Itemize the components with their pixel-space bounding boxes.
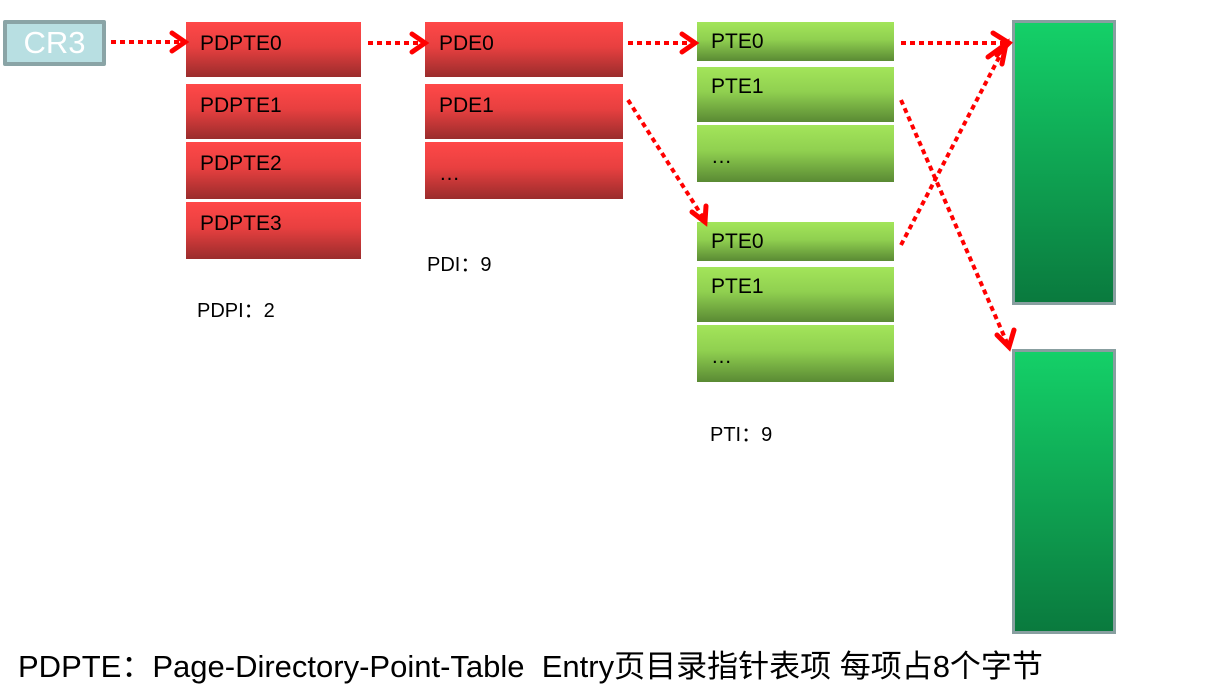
pt2-pte-1: PTE1 <box>697 267 894 322</box>
pdpte-2: PDPTE2 <box>186 142 361 199</box>
pde-0: PDE0 <box>425 22 623 77</box>
arrowhead-icon <box>985 38 1010 67</box>
arrow-pt2pte0-page1 <box>899 45 1007 246</box>
physical-page-1 <box>1012 20 1116 305</box>
arrowhead-icon <box>689 203 709 227</box>
pti-label: PTI：9 <box>710 424 773 446</box>
arrowhead-icon <box>990 30 1013 58</box>
pde-ellipsis: … <box>425 142 623 199</box>
pdi-label: PDI：9 <box>427 254 492 276</box>
pt1-pte-0: PTE0 <box>697 22 894 61</box>
arrowhead-icon <box>169 30 190 54</box>
pde-1: PDE1 <box>425 84 623 139</box>
pdpte-3: PDPTE3 <box>186 202 361 259</box>
pdpi-label: PDPI：2 <box>197 300 275 322</box>
arrow-pte1-page2 <box>899 99 1010 346</box>
pt1-ellipsis: … <box>697 125 894 182</box>
pdpte-1: PDPTE1 <box>186 84 361 139</box>
pdpte-0: PDPTE0 <box>186 22 361 77</box>
footer-definition: PDPTE：Page-Directory-Point-Table Entry页目… <box>18 649 1043 684</box>
physical-page-2 <box>1012 349 1116 634</box>
pt1-pte-1: PTE1 <box>697 67 894 122</box>
pt2-ellipsis: … <box>697 325 894 382</box>
arrowhead-icon <box>994 327 1017 352</box>
cr3-register: CR3 <box>3 20 106 66</box>
arrowhead-icon <box>679 31 700 55</box>
arrowhead-icon <box>409 31 430 55</box>
pt2-pte-0: PTE0 <box>697 222 894 261</box>
arrow-pde1-pt2 <box>626 98 706 221</box>
